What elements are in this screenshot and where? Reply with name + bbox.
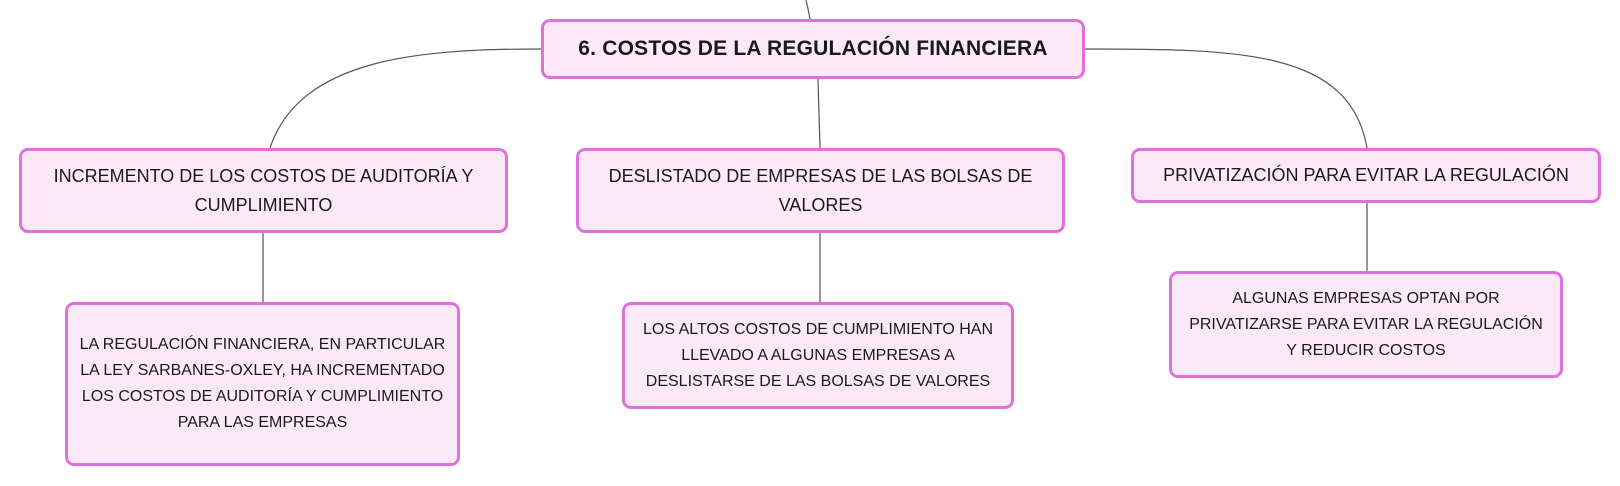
detail-privatization-text: ALGUNAS EMPRESAS OPTAN POR PRIVATIZARSE … bbox=[1189, 289, 1543, 359]
connector-central-to-branch-2 bbox=[817, 78, 821, 149]
detail-delisting[interactable]: LOS ALTOS COSTOS DE CUMPLIMIENTO HAN LLE… bbox=[622, 302, 1014, 409]
detail-privatization[interactable]: ALGUNAS EMPRESAS OPTAN POR PRIVATIZARSE … bbox=[1169, 271, 1563, 378]
detail-delisting-text: LOS ALTOS COSTOS DE CUMPLIMIENTO HAN LLE… bbox=[642, 320, 993, 390]
branch-audit-costs[interactable]: INCREMENTO DE LOS COSTOS DE AUDITORÍA Y … bbox=[19, 148, 508, 233]
branch-delisting-label: DESLISTADO DE EMPRESAS DE LAS BOLSAS DE … bbox=[608, 165, 1033, 215]
branch-delisting[interactable]: DESLISTADO DE EMPRESAS DE LAS BOLSAS DE … bbox=[576, 148, 1065, 233]
branch-privatization-label: PRIVATIZACIÓN PARA EVITAR LA REGULACIÓN bbox=[1163, 165, 1569, 185]
connector-central-to-branch-3 bbox=[1084, 48, 1368, 149]
detail-audit-costs-text: LA REGULACIÓN FINANCIERA, EN PARTICULAR … bbox=[79, 336, 446, 431]
central-topic-label: 6. COSTOS DE LA REGULACIÓN FINANCIERA bbox=[578, 37, 1048, 60]
detail-audit-costs[interactable]: LA REGULACIÓN FINANCIERA, EN PARTICULAR … bbox=[65, 302, 460, 466]
branch-privatization[interactable]: PRIVATIZACIÓN PARA EVITAR LA REGULACIÓN bbox=[1131, 148, 1601, 203]
central-topic[interactable]: 6. COSTOS DE LA REGULACIÓN FINANCIERA bbox=[541, 19, 1085, 79]
connector-central-to-branch-1 bbox=[269, 48, 542, 149]
connector-parent-to-central bbox=[805, 0, 811, 20]
branch-audit-costs-label: INCREMENTO DE LOS COSTOS DE AUDITORÍA Y … bbox=[53, 165, 474, 215]
